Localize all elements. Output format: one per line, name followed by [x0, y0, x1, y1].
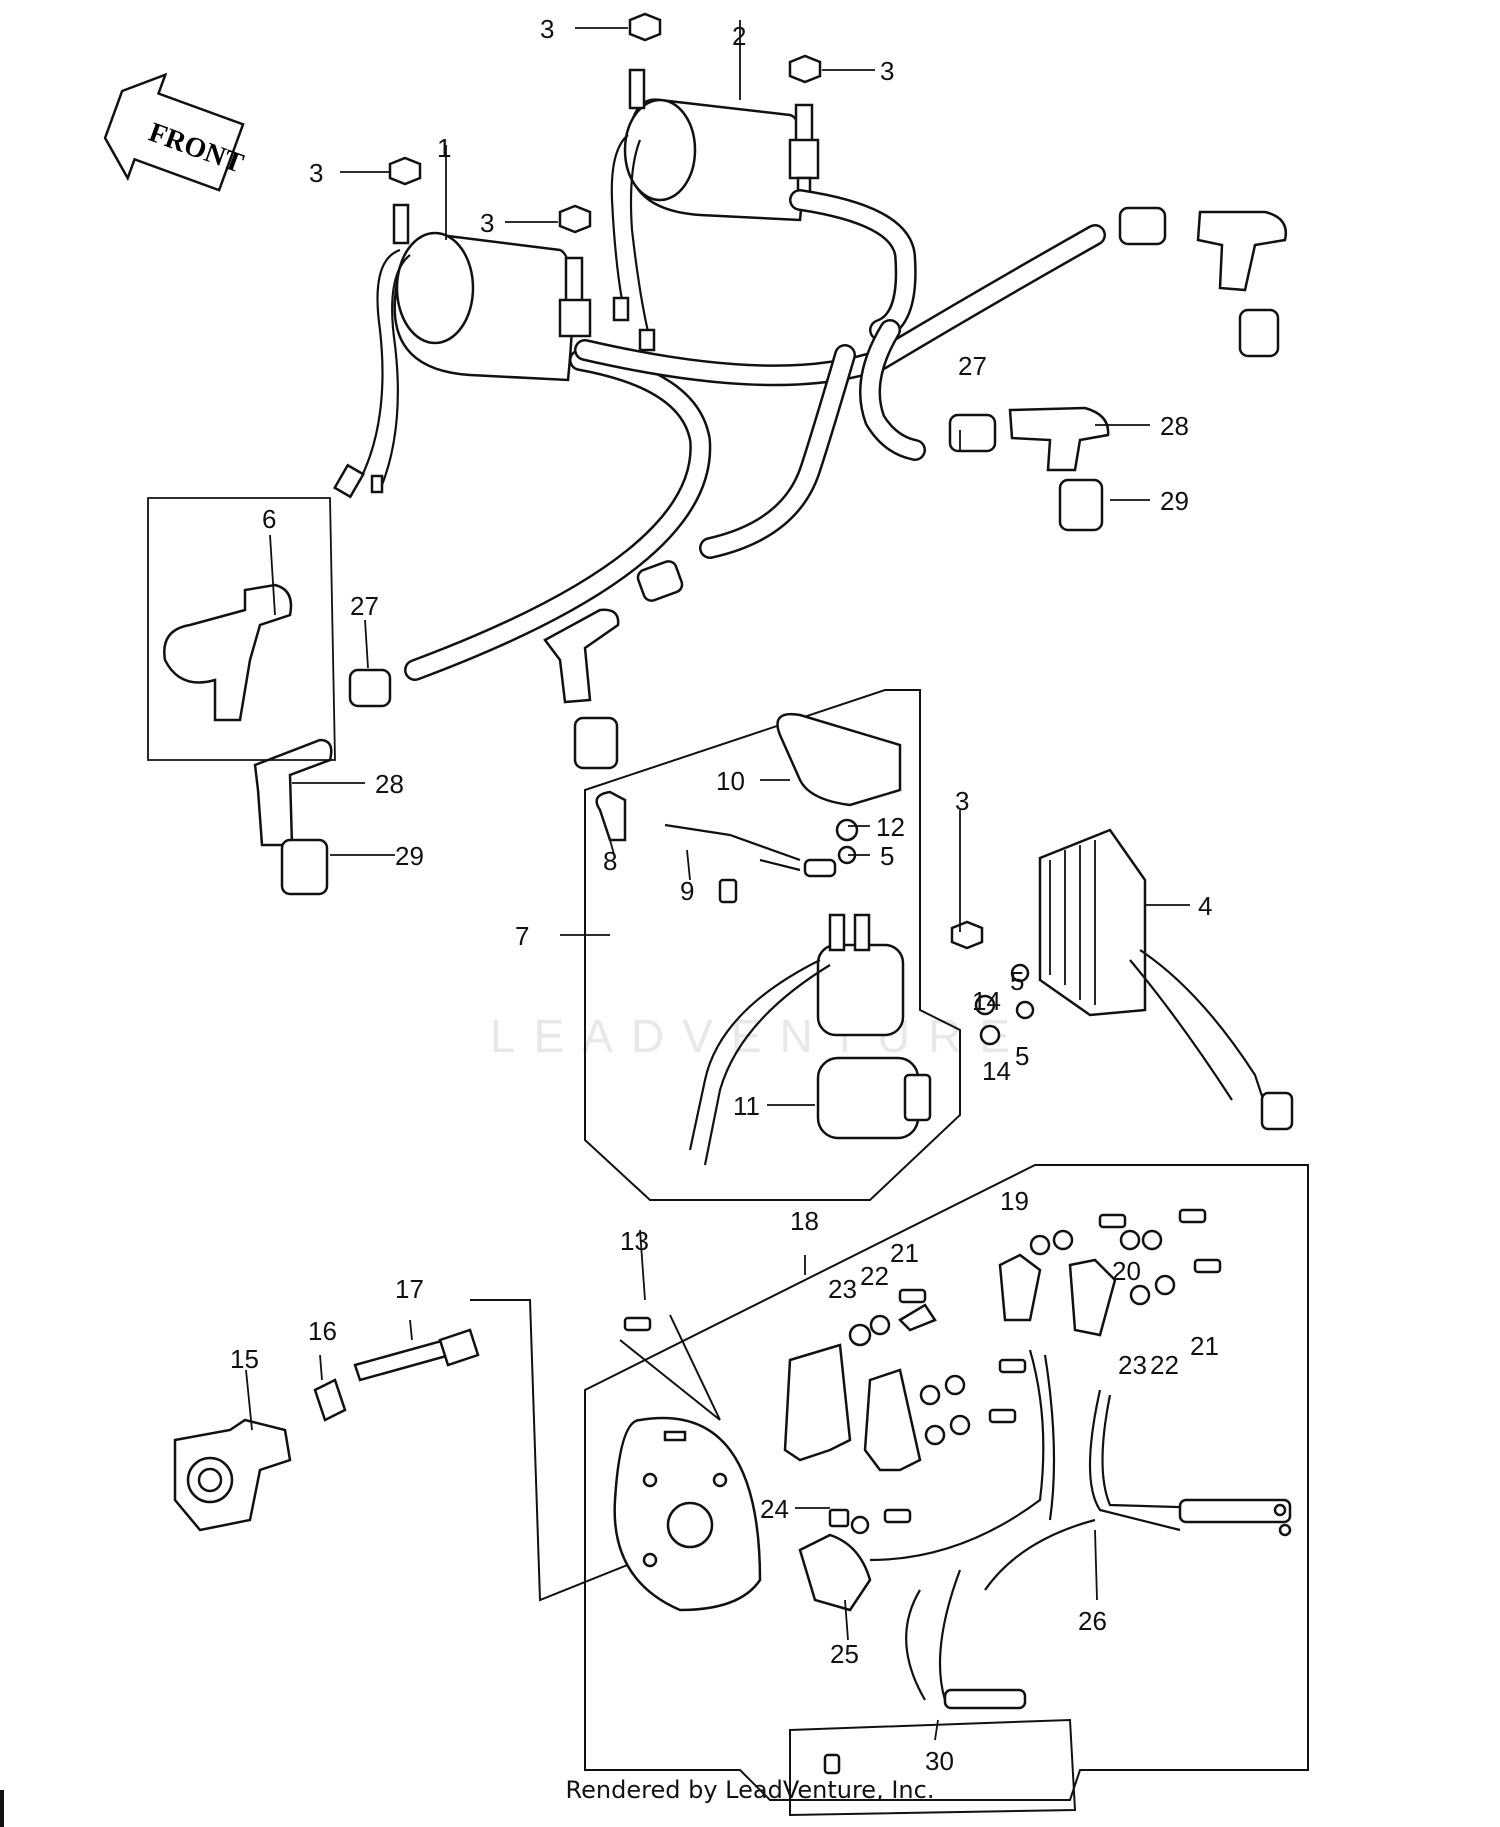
regulator — [974, 828, 1294, 1131]
callout-8: 8 — [603, 846, 617, 876]
callout-17: 17 — [395, 1274, 424, 1304]
inset-box-6 — [147, 497, 336, 761]
plug-caps — [253, 206, 1288, 896]
bracket-13-lines — [619, 1314, 721, 1421]
callout-11: 11 — [733, 1091, 760, 1121]
callout-3: 3 — [955, 786, 969, 816]
nuts — [388, 12, 984, 950]
ignition-coil-1 — [392, 203, 592, 382]
group-30-outline — [789, 1718, 1077, 1817]
group-7-outline — [584, 689, 961, 1201]
watermark-text: LEADVENTURE — [490, 1010, 1028, 1062]
callout-21: 21 — [890, 1238, 919, 1268]
leader-lines — [245, 20, 1190, 1741]
starter-relay-group — [595, 712, 932, 1166]
callout-3: 3 — [309, 158, 323, 188]
callout-30: 30 — [925, 1746, 954, 1776]
callout-6: 6 — [262, 504, 276, 534]
callout-3: 3 — [540, 14, 554, 44]
callout-2: 2 — [732, 21, 746, 51]
callout-3: 3 — [480, 208, 494, 238]
callout-1: 1 — [437, 133, 451, 163]
callout-12: 12 — [876, 812, 905, 842]
base-plate — [613, 1416, 762, 1612]
callout-labels: 3 2 3 3 1 3 27 28 29 6 27 28 29 10 3 12 … — [230, 14, 1219, 1776]
group-18-outline — [584, 1164, 1309, 1801]
callout-14: 14 — [972, 986, 1001, 1016]
callout-14: 14 — [982, 1056, 1011, 1086]
callout-19: 19 — [1000, 1186, 1029, 1216]
pickup-assembly — [623, 1208, 1292, 1775]
ignition-coil-2 — [623, 68, 820, 222]
callout-25: 25 — [830, 1639, 859, 1669]
callout-5: 5 — [1015, 1041, 1029, 1071]
callout-7: 7 — [515, 921, 529, 951]
callout-20: 20 — [1112, 1256, 1141, 1286]
callout-28: 28 — [375, 769, 404, 799]
callout-23: 23 — [1118, 1350, 1147, 1380]
shaft-parts — [173, 1328, 480, 1532]
callout-18: 18 — [790, 1206, 819, 1236]
callout-9: 9 — [680, 876, 694, 906]
callout-13: 13 — [620, 1226, 649, 1256]
coil-wires — [332, 134, 656, 499]
callout-23: 23 — [828, 1274, 857, 1304]
callout-22: 22 — [1150, 1350, 1179, 1380]
callout-26: 26 — [1078, 1606, 1107, 1636]
callout-24: 24 — [760, 1494, 789, 1524]
callout-3: 3 — [880, 56, 894, 86]
edge-mark — [0, 1790, 4, 1827]
callout-29: 29 — [1160, 486, 1189, 516]
footer-credit: Rendered by LeadVenture, Inc. — [565, 1776, 935, 1804]
callout-5: 5 — [1010, 966, 1024, 996]
callout-27: 27 — [350, 591, 379, 621]
callout-4: 4 — [1198, 891, 1212, 921]
callout-28: 28 — [1160, 411, 1189, 441]
callout-27: 27 — [958, 351, 987, 381]
callout-10: 10 — [716, 766, 745, 796]
callout-15: 15 — [230, 1344, 259, 1374]
callout-16: 16 — [308, 1316, 337, 1346]
callout-21: 21 — [1190, 1331, 1219, 1361]
high-tension-leads — [404, 189, 1106, 681]
callout-29: 29 — [395, 841, 424, 871]
front-arrow: FRONT — [103, 72, 248, 192]
callout-5: 5 — [880, 841, 894, 871]
callout-22: 22 — [860, 1261, 889, 1291]
